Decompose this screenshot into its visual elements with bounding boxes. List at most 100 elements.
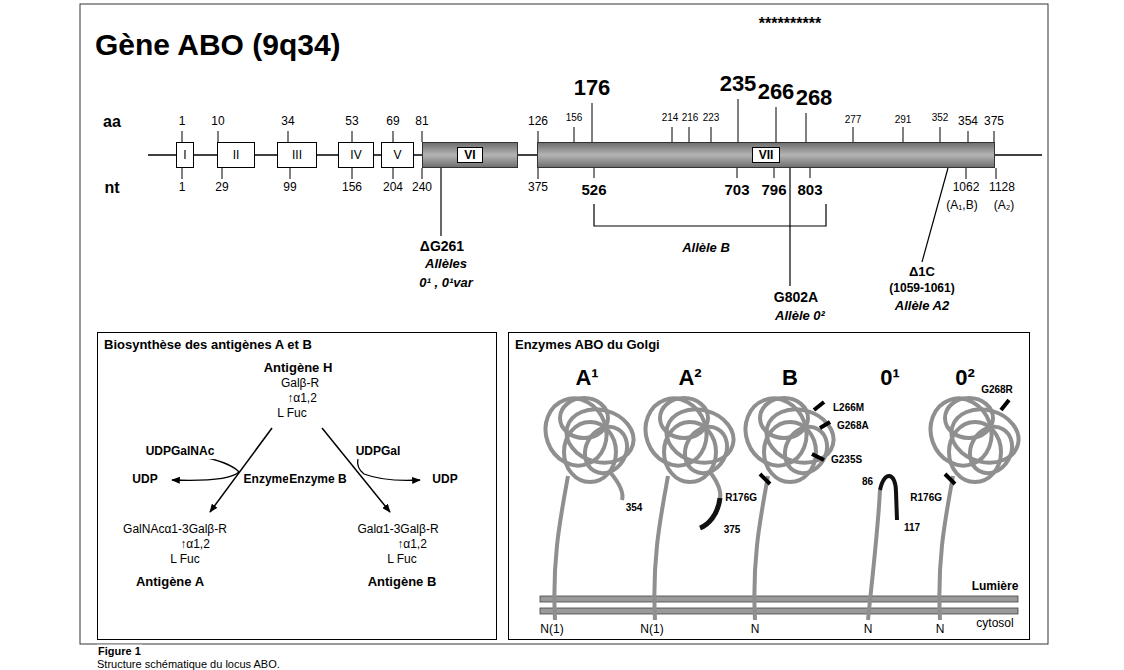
exon-number: V [393, 148, 401, 162]
membrane-label: cytosol [975, 617, 1014, 631]
aa-position: 53 [344, 115, 359, 129]
exon-number: VII [752, 147, 781, 163]
mutation-label: R176G [909, 492, 943, 504]
enzyme-tail [710, 472, 720, 498]
aa-position: 235 [719, 71, 758, 96]
enzyme-coil [921, 390, 1024, 482]
figure-frame [80, 4, 1048, 644]
exon-box: IV [338, 142, 374, 168]
mutation-label: R176G [724, 492, 758, 504]
enzyme-label: A¹ [574, 365, 599, 390]
mutation-label: (1059-1061) [888, 282, 955, 296]
sugar-label: Antigène A [135, 575, 205, 590]
panel-heading: Biosynthèse des antigènes A et B [104, 337, 490, 353]
membrane [540, 596, 1018, 602]
nt-ticks [182, 168, 996, 179]
exon-box: III [277, 142, 317, 168]
exon-number: III [292, 148, 302, 162]
aa-position: 176 [573, 75, 612, 100]
aa-position: 86 [861, 476, 874, 488]
aa-position: 69 [385, 115, 400, 129]
figure-number: Figure 1 [97, 645, 142, 658]
exon-number: I [183, 148, 186, 162]
cofactor-arrow [358, 458, 420, 480]
nt-position: 526 [580, 181, 607, 198]
sugar-label: GalNAcα1-3Galβ-R [122, 523, 228, 537]
nt-position: 29 [214, 181, 229, 195]
axis-label: aa [102, 113, 122, 131]
enzyme-stem [654, 476, 668, 620]
enzyme-tail [700, 498, 720, 528]
aa-position: 126 [527, 115, 549, 129]
mutation-mark [945, 400, 1009, 484]
nt-position: 796 [760, 181, 787, 198]
nt-position: 1062 [952, 181, 981, 195]
terminus-label: N(1) [539, 623, 564, 637]
enzyme-label: B [781, 365, 799, 390]
aa-position: 214 [661, 112, 680, 124]
asterisk-marks: ********** [758, 15, 822, 33]
aa-position: 354 [957, 115, 979, 129]
enzyme-label: Enzyme B [288, 473, 347, 487]
membrane [540, 608, 1018, 614]
exon-box: I [176, 142, 194, 168]
enzyme-coil [636, 390, 739, 482]
terminus-label: N [750, 623, 761, 637]
allele-label: (A₂) [993, 199, 1016, 213]
exon-box: VI [422, 142, 518, 168]
allele-label: Allèle A2 [894, 299, 950, 314]
allele-label: 0¹ , 0¹var [418, 276, 473, 291]
allele-label: Allèles [424, 257, 468, 272]
sugar-label: Antigène H [263, 361, 334, 376]
sugar-label: ↑α1,2 [396, 538, 428, 552]
enzyme-label: 0¹ [879, 365, 901, 390]
allele-label: Allèle B [681, 241, 731, 256]
exon-box: VII [537, 142, 995, 168]
sugar-label: L Fuc [276, 407, 308, 421]
exon-number: VI [457, 147, 482, 163]
nt-position: 156 [341, 181, 363, 195]
enzyme-label: 0² [954, 365, 976, 390]
figure-title: Gène ABO (9q34) [95, 28, 341, 61]
aa-position: 216 [681, 112, 700, 124]
aa-ticks [182, 99, 994, 142]
aa-position: 223 [702, 112, 721, 124]
aa-position: 375 [983, 115, 1005, 129]
exon-number: II [233, 148, 240, 162]
sugar-label: L Fuc [169, 553, 201, 567]
reaction-arrow [322, 428, 390, 512]
aa-position: 268 [795, 85, 834, 110]
allele-label: (A₁,B) [945, 199, 978, 213]
figure-caption: Structure schématique du locus ABO. [97, 658, 280, 670]
reaction-arrow [210, 428, 272, 512]
aa-position: 291 [894, 114, 913, 126]
enzyme-tail [610, 472, 623, 500]
aa-position: 1 [178, 115, 187, 129]
mutation-label: G802A [773, 289, 819, 305]
sugar-label: UDPGalNAc [145, 445, 216, 459]
aa-position: 277 [844, 114, 863, 126]
sugar-label: Galβ-R [280, 377, 320, 391]
enzyme-stem [868, 490, 880, 620]
sugar-label: UDPGal [355, 445, 402, 459]
aa-position: 375 [723, 524, 742, 536]
nt-position: 375 [527, 181, 549, 195]
mutation-label: L266M [832, 402, 865, 414]
exon-number: IV [350, 148, 361, 162]
enzyme-label: A² [677, 365, 702, 390]
nt-position: 99 [282, 181, 297, 195]
leader-line [789, 168, 790, 286]
sugar-label: Antigène B [367, 575, 438, 590]
allele-label: Allèle 0² [774, 309, 826, 324]
sugar-label: ↑α1,2 [179, 538, 211, 552]
mutation-mark [760, 402, 830, 484]
aa-position: 81 [414, 115, 429, 129]
aa-position: 34 [280, 115, 295, 129]
sugar-label: L Fuc [386, 553, 418, 567]
aa-position: 352 [931, 112, 950, 124]
enzyme-stem [554, 476, 568, 620]
aa-position: 117 [903, 522, 921, 534]
nt-position: 703 [723, 181, 750, 198]
